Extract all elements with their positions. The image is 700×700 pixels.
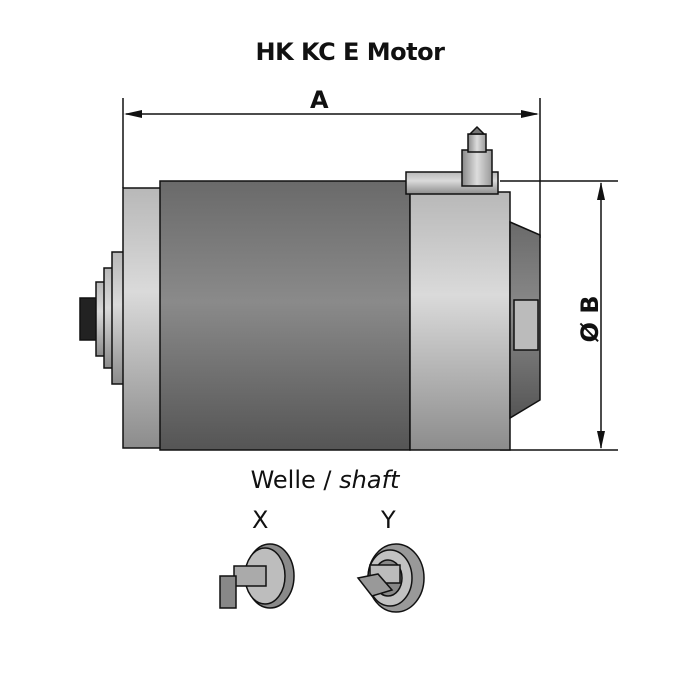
shaft-separator: / bbox=[323, 466, 332, 494]
shaft-label-en: shaft bbox=[339, 466, 400, 494]
shaft-x-label: X bbox=[252, 506, 269, 534]
shaft-label-de: Welle bbox=[250, 466, 316, 494]
motor-body bbox=[79, 125, 541, 451]
page-title: HK KC E Motor bbox=[255, 38, 445, 66]
dimension-b-label: Ø B bbox=[576, 295, 604, 343]
dimension-a bbox=[122, 98, 541, 238]
shaft-y-label: Y bbox=[381, 506, 396, 534]
dimension-b bbox=[500, 180, 618, 451]
shaft-heading: Welle / shaft bbox=[0, 466, 650, 494]
dimension-a-label: A bbox=[310, 86, 329, 114]
shaft-y-icon bbox=[356, 543, 425, 613]
shaft-x-icon bbox=[219, 543, 295, 609]
